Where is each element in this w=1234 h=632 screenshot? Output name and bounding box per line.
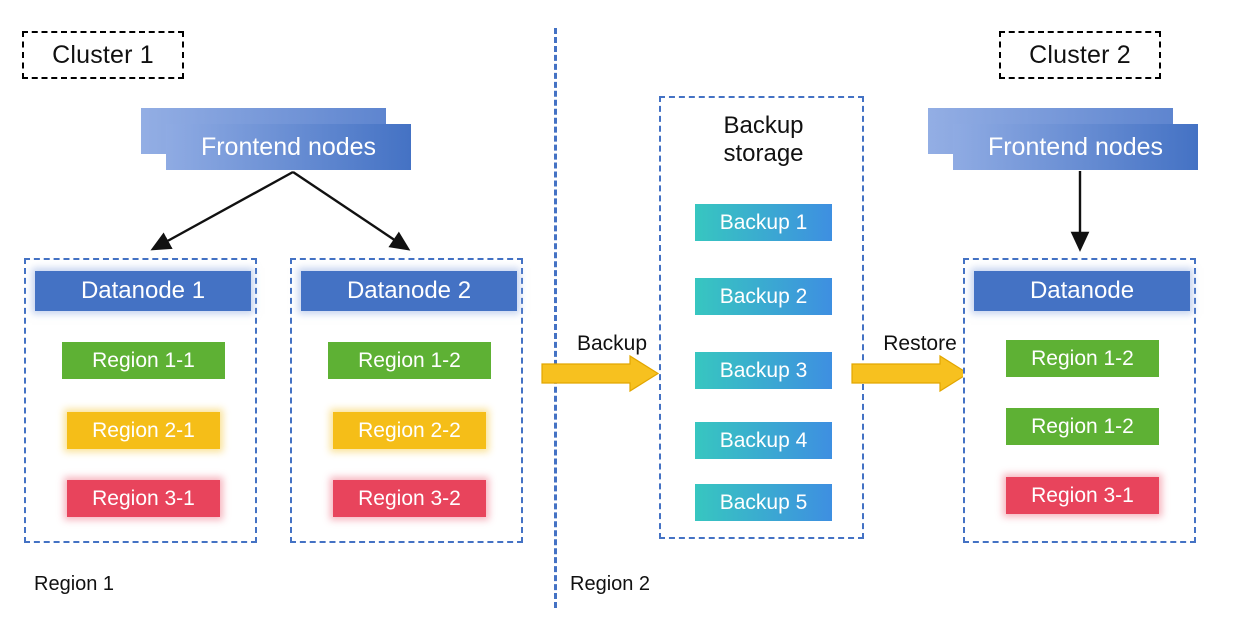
cluster-2-datanode-region-2[interactable]: Region 1-2 xyxy=(1006,408,1159,445)
region-label: Region 3-1 xyxy=(1031,483,1134,507)
cluster-2-frontend-label: Frontend nodes xyxy=(987,132,1164,161)
backup-item-label: Backup 3 xyxy=(719,358,808,382)
cluster-2-datanode-region-1[interactable]: Region 1-2 xyxy=(1006,340,1159,377)
cluster-1-title: Cluster 1 xyxy=(52,40,154,69)
datanode-2-region-3[interactable]: Region 3-2 xyxy=(333,480,486,517)
backup-item-2[interactable]: Backup 2 xyxy=(695,278,832,315)
backup-item-1[interactable]: Backup 1 xyxy=(695,204,832,241)
restore-flow-arrow xyxy=(851,354,970,393)
backup-item-label: Backup 4 xyxy=(719,428,808,452)
cluster-2-datanode-container[interactable]: Datanode Region 1-2 Region 1-2 Region 3-… xyxy=(963,258,1196,543)
frontend-nodes-front-card: Frontend nodes xyxy=(953,124,1198,170)
datanode-1-container[interactable]: Datanode 1 Region 1-1 Region 2-1 Region … xyxy=(24,258,257,543)
bottom-label-region-2-text: Region 2 xyxy=(570,573,651,595)
backup-storage-title-line-1: Backup xyxy=(723,112,804,139)
backup-item-5[interactable]: Backup 5 xyxy=(695,484,832,521)
datanode-1-header[interactable]: Datanode 1 xyxy=(35,271,251,311)
backup-flow-label: Backup xyxy=(552,332,672,356)
datanode-2-title: Datanode 2 xyxy=(346,277,472,304)
datanode-2-container[interactable]: Datanode 2 Region 1-2 Region 2-2 Region … xyxy=(290,258,523,543)
datanode-2-region-2[interactable]: Region 2-2 xyxy=(333,412,486,449)
bottom-label-region-1-text: Region 1 xyxy=(34,573,115,595)
datanode-1-region-2[interactable]: Region 2-1 xyxy=(67,412,220,449)
cluster-2-frontend-nodes[interactable]: Frontend nodes xyxy=(928,108,1198,170)
region-label: Region 1-2 xyxy=(358,348,461,372)
backup-item-label: Backup 5 xyxy=(719,490,808,514)
cluster-1-frontend-label: Frontend nodes xyxy=(200,132,377,161)
region-label: Region 3-2 xyxy=(358,486,461,510)
restore-label-text: Restore xyxy=(883,332,957,355)
region-label: Region 3-1 xyxy=(92,486,195,510)
datanode-1-title: Datanode 1 xyxy=(80,277,206,304)
restore-flow-label: Restore xyxy=(860,332,980,356)
region-label: Region 1-2 xyxy=(1031,346,1134,370)
region-label: Region 1-2 xyxy=(1031,414,1134,438)
backup-item-3[interactable]: Backup 3 xyxy=(695,352,832,389)
bottom-label-region-1: Region 1 xyxy=(34,573,114,596)
backup-flow-arrow xyxy=(541,354,660,393)
backup-storage-title-line-2: storage xyxy=(723,140,804,168)
datanode-1-region-1[interactable]: Region 1-1 xyxy=(62,342,225,379)
cluster-2-datanode-region-3[interactable]: Region 3-1 xyxy=(1006,477,1159,514)
datanode-2-region-1[interactable]: Region 1-2 xyxy=(328,342,491,379)
cluster-1-frontend-nodes[interactable]: Frontend nodes xyxy=(141,108,411,170)
bottom-label-region-2: Region 2 xyxy=(570,573,650,596)
region-label: Region 2-2 xyxy=(358,418,461,442)
cluster-2-title-box: Cluster 2 xyxy=(999,31,1161,79)
backup-storage-container[interactable]: Backup storage Backup 1 Backup 2 Backup … xyxy=(659,96,864,539)
backup-item-4[interactable]: Backup 4 xyxy=(695,422,832,459)
cluster-2-datanode-title: Datanode xyxy=(1029,277,1135,304)
region-label: Region 2-1 xyxy=(92,418,195,442)
region-divider xyxy=(554,28,557,608)
cluster-1-title-box: Cluster 1 xyxy=(22,31,184,79)
backup-storage-title: Backup storage xyxy=(661,112,866,169)
region-label: Region 1-1 xyxy=(92,348,195,372)
datanode-1-region-3[interactable]: Region 3-1 xyxy=(67,480,220,517)
backup-item-label: Backup 1 xyxy=(719,210,808,234)
cluster-2-datanode-header[interactable]: Datanode xyxy=(974,271,1190,311)
backup-label-text: Backup xyxy=(576,332,648,355)
frontend-nodes-front-card: Frontend nodes xyxy=(166,124,411,170)
backup-item-label: Backup 2 xyxy=(719,284,808,308)
cluster-2-title: Cluster 2 xyxy=(1029,40,1131,69)
datanode-2-header[interactable]: Datanode 2 xyxy=(301,271,517,311)
